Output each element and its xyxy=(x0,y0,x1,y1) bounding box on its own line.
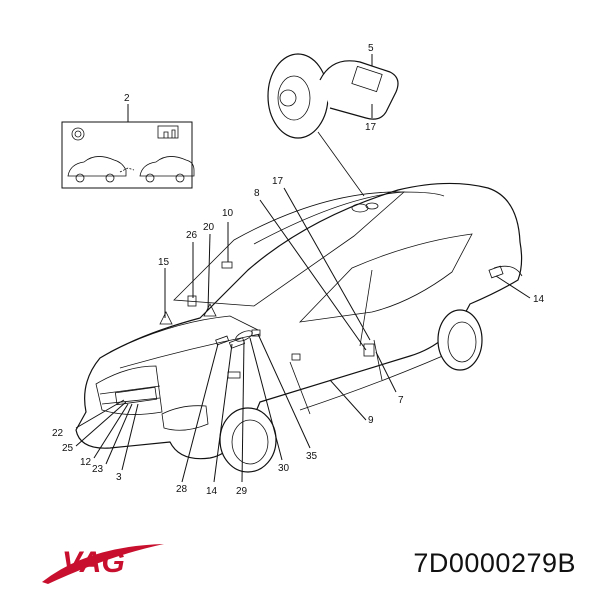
callout-3: 3 xyxy=(116,472,122,483)
inset-fuel-flap xyxy=(267,53,399,197)
callout-15: 15 xyxy=(158,257,170,268)
callout-35: 35 xyxy=(306,451,318,462)
callout-29: 29 xyxy=(236,486,248,497)
callout-8: 8 xyxy=(254,188,260,199)
callout-17-flap: 17 xyxy=(365,122,377,133)
car-body xyxy=(75,182,523,473)
callout-14-rear: 14 xyxy=(533,294,545,305)
part-number: 7D0000279B xyxy=(413,548,576,578)
callout-10: 10 xyxy=(222,208,234,219)
callout-30: 30 xyxy=(278,463,290,474)
callout-20: 20 xyxy=(203,222,215,233)
callout-28: 28 xyxy=(176,484,188,495)
callout-23: 23 xyxy=(92,464,104,475)
callout-2: 2 xyxy=(124,93,130,104)
callout-26: 26 xyxy=(186,230,198,241)
leader-lines xyxy=(75,187,531,483)
callout-12: 12 xyxy=(80,457,92,468)
brand-text: VAG xyxy=(62,546,125,579)
callout-labels: 2 5 17 8 17 10 20 26 15 14 7 9 22 25 12 … xyxy=(52,43,545,497)
inset-sticker-card xyxy=(61,104,195,189)
callout-7: 7 xyxy=(398,395,404,406)
callout-14-front: 14 xyxy=(206,486,218,497)
vag-logo: VAG xyxy=(42,544,164,584)
callout-9: 9 xyxy=(368,415,374,426)
callout-17-door: 17 xyxy=(272,176,284,187)
callout-5: 5 xyxy=(368,43,374,54)
callout-25: 25 xyxy=(62,443,74,454)
logo-swoosh-icon xyxy=(42,544,164,584)
callout-22: 22 xyxy=(52,428,64,439)
